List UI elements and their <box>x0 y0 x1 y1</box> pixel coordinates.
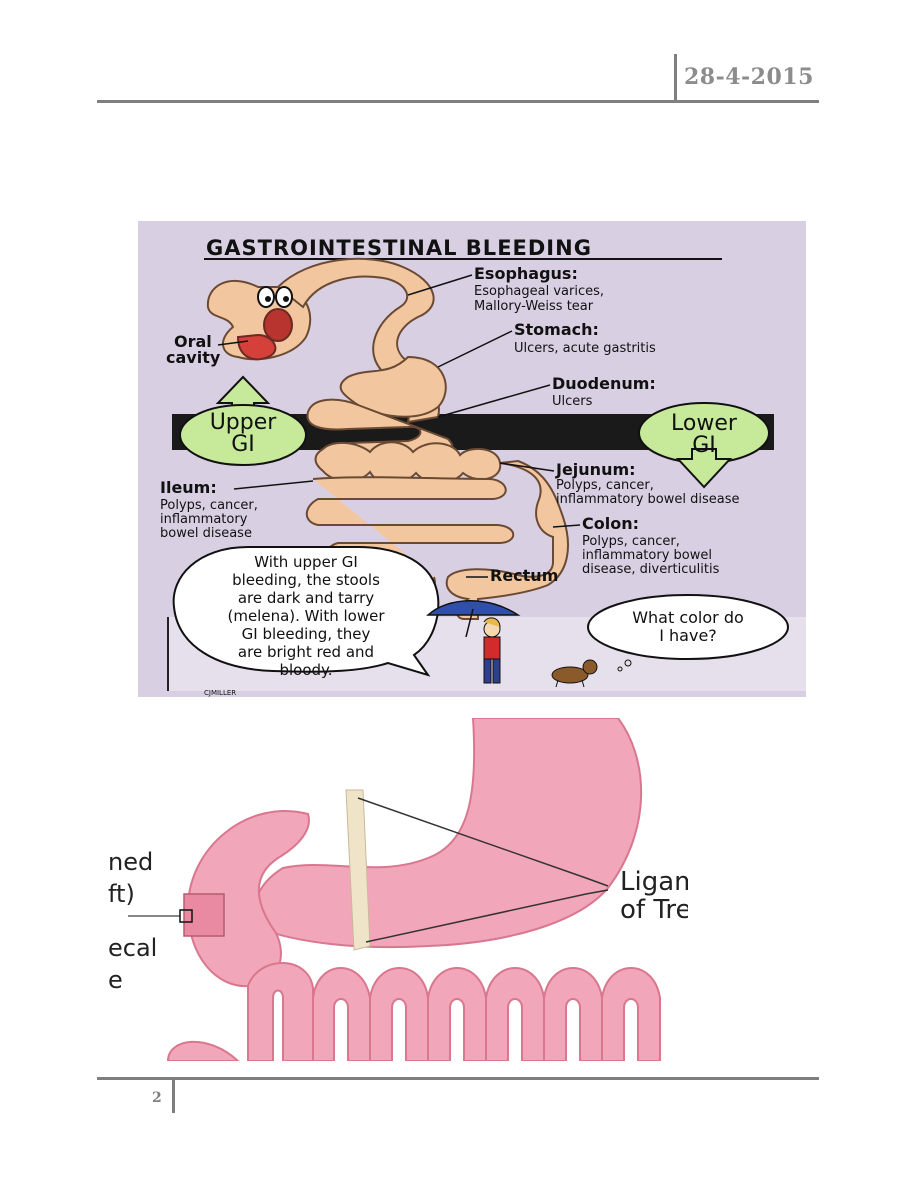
bubble-dog-line2: I have? <box>659 626 717 645</box>
header-date: 28-4-2015 <box>684 64 814 90</box>
duodenum-desc-1: Ulcers <box>552 394 593 409</box>
bubble-main-line5: GI bleeding, they <box>242 625 371 643</box>
lower-gi-arrow <box>638 402 770 489</box>
colon-desc-3: disease, diverticulitis <box>582 562 720 577</box>
gi-bleeding-cartoon: GASTROINTESTINAL BLEEDING Upper GI Lower… <box>108 217 810 701</box>
label-esophagus: Esophagus: <box>474 264 578 283</box>
label-ligament-line2: of Treitz <box>620 895 688 925</box>
label-colon: Colon: <box>582 514 639 533</box>
colon-desc-1: Polyps, cancer, <box>582 534 680 549</box>
upper-gi-line1: Upper <box>210 410 278 435</box>
esophagus-desc-1: Esophageal varices, <box>474 284 604 299</box>
label-oral-cavity-1: Oral <box>174 332 212 351</box>
label-duodenum: Duodenum: <box>552 374 656 393</box>
ileum-desc-2: inflammatory <box>160 512 248 527</box>
upper-gi-arrow <box>179 375 307 466</box>
figure-title: GASTROINTESTINAL BLEEDING <box>206 236 592 260</box>
lower-gi-line1: Lower <box>671 411 738 436</box>
footer-rule <box>97 1077 819 1080</box>
jejunum-desc-2: inflammatory bowel disease <box>556 492 739 507</box>
label-rectum: Rectum <box>490 566 558 585</box>
bubble-main-line4: (melena). With lower <box>227 607 385 625</box>
cut-label-2: ft) <box>108 880 135 908</box>
label-ileum: Ileum: <box>160 478 217 497</box>
ileum-desc-3: bowel disease <box>160 526 252 541</box>
stomach-desc-1: Ulcers, acute gastritis <box>514 341 656 356</box>
footer-divider <box>172 1079 175 1113</box>
person-with-umbrella <box>426 600 521 684</box>
label-jejunum: Jejunum: <box>555 460 636 479</box>
label-ligament-line1: Ligament <box>620 867 688 897</box>
esophagus-desc-2: Mallory-Weiss tear <box>474 299 594 314</box>
cut-label-4: e <box>108 966 123 994</box>
bubble-main-line1: With upper GI <box>254 553 358 571</box>
bubble-main-line3: are dark and tarry <box>238 589 374 607</box>
cut-label-1: ned <box>108 848 153 876</box>
upper-gi-line2: GI <box>231 432 255 457</box>
jejunum-coils <box>166 962 661 1061</box>
jejunum-desc-1: Polyps, cancer, <box>556 478 654 493</box>
speech-bubble-dog <box>587 594 789 660</box>
colon-desc-2: inflammatory bowel <box>582 548 712 563</box>
label-oral-cavity-2: cavity <box>166 348 221 367</box>
page-number: 2 <box>152 1090 162 1106</box>
bubble-main-line6: are bright red and <box>238 643 374 661</box>
bubble-main-line2: bleeding, the stools <box>232 571 380 589</box>
bubble-main-line7: bloody. <box>279 661 332 679</box>
duodenum-cut-section <box>183 893 225 937</box>
bubble-dog-line1: What color do <box>632 608 744 627</box>
ligament-of-treitz-figure: Ligament of Treitz ned ft) ecal e <box>108 718 688 1061</box>
artist-signature: CJMILLER <box>204 689 236 697</box>
label-stomach: Stomach: <box>514 320 599 339</box>
lower-gi-line2: GI <box>692 433 716 458</box>
cut-label-3: ecal <box>108 934 157 962</box>
dog-illustration <box>551 659 598 688</box>
ileum-desc-1: Polyps, cancer, <box>160 498 258 513</box>
speech-bubble-main <box>172 546 440 677</box>
header-divider <box>674 54 677 102</box>
ligament-band <box>345 789 371 951</box>
header-rule <box>97 100 819 103</box>
